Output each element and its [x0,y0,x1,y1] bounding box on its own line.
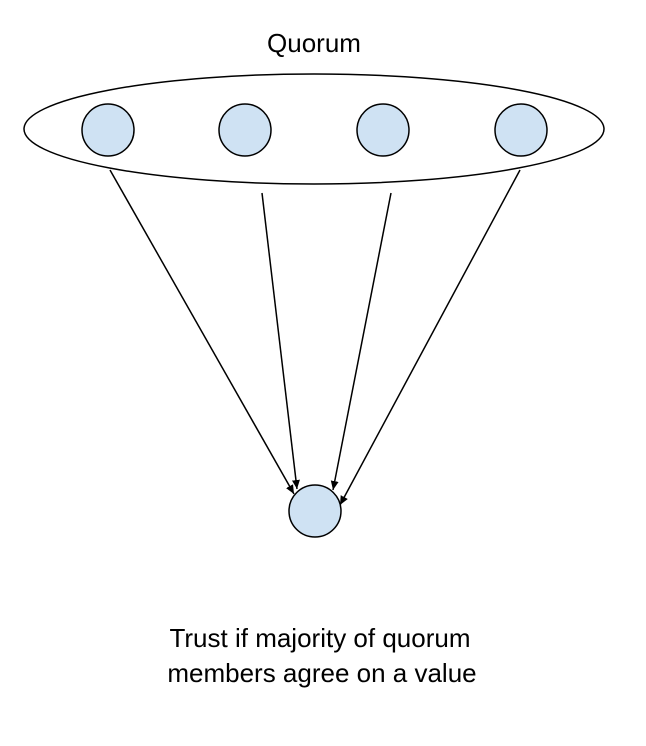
quorum-member-node [81,103,135,157]
client-node [288,484,342,538]
vote-arrow [330,192,392,491]
quorum-member-node [356,103,410,157]
caption-line-1: Trust if majority of quorum [169,623,470,653]
quorum-group-ellipse [23,73,605,185]
caption-line-2: members agree on a value [167,658,476,688]
vote-arrow [261,192,300,490]
quorum-member-node [494,103,548,157]
vote-arrow [339,169,521,506]
quorum-title: Quorum [267,28,361,58]
vote-arrow [109,169,295,495]
quorum-member-node [218,103,272,157]
